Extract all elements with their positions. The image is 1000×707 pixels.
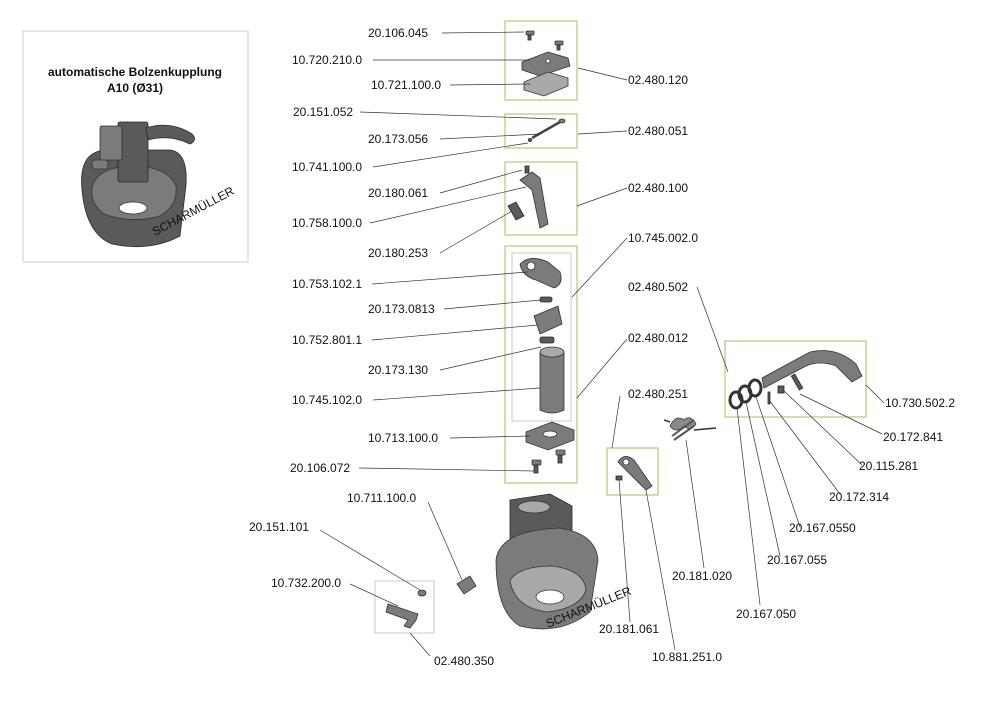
- part-10-752-801-1: [533, 305, 563, 335]
- frame-02-480-100: [504, 161, 578, 236]
- housing-main: [495, 493, 599, 630]
- label-10-745-002-0: 10.745.002.0: [628, 231, 698, 245]
- label-20-173-056: 20.173.056: [368, 132, 428, 146]
- part-20-115-281: [777, 385, 785, 394]
- lever-10-730-502-2: [761, 350, 863, 389]
- frame-02-480-051: [504, 113, 578, 149]
- label-02-480-350: 02.480.350: [434, 654, 494, 668]
- ring-20-151-052: [558, 118, 566, 124]
- pin-20-172-841: [790, 373, 804, 391]
- label-02-480-012: 02.480.012: [628, 331, 688, 345]
- screw-20-106-045: [525, 30, 564, 51]
- assembled-coupling-image: [81, 121, 195, 248]
- pin-20-180-061: [524, 165, 530, 174]
- pin-20-173-0813: [539, 296, 553, 303]
- label-10-745-102-0: 10.745.102.0: [292, 393, 362, 407]
- group-frames: [374, 20, 867, 634]
- label-02-480-120: 02.480.120: [628, 73, 688, 87]
- pin-20-172-314: [767, 391, 771, 405]
- label-20-172-314: 20.172.314: [829, 490, 889, 504]
- frame-02-480-251: [606, 447, 659, 496]
- part-labels: 20.106.045 10.720.210.0 10.721.100.0 02.…: [249, 26, 955, 668]
- ring-20-151-101: [417, 589, 427, 597]
- label-10-720-210-0: 10.720.210.0: [292, 53, 362, 67]
- label-20-180-253: 20.180.253: [368, 246, 428, 260]
- label-20-167-050: 20.167.050: [736, 607, 796, 621]
- label-10-713-100-0: 10.713.100.0: [368, 431, 438, 445]
- frame-02-480-012: [504, 245, 578, 484]
- washer-20-167-050: [728, 390, 744, 410]
- label-10-730-502-2: 10.730.502.2: [885, 396, 955, 410]
- handle-10-732-200-0: [385, 603, 419, 629]
- label-20-167-055: 20.167.055: [767, 553, 827, 567]
- frame-02-480-120: [504, 20, 578, 101]
- label-10-753-102-1: 10.753.102.1: [292, 277, 362, 291]
- bolt-10-745-102-0: [539, 348, 565, 414]
- lever-10-758-100-0: [519, 171, 549, 229]
- frame-02-480-502: [724, 340, 867, 418]
- leader-lines: [319, 31, 885, 657]
- pin-10-741-100-0: [528, 137, 533, 142]
- label-20-115-281: 20.115.281: [859, 459, 918, 473]
- label-20-151-101: 20.151.101: [249, 520, 309, 534]
- inset-title-line2: A10 (Ø31): [107, 81, 163, 95]
- label-20-180-061: 20.180.061: [368, 186, 428, 200]
- label-10-741-100-0: 10.741.100.0: [292, 160, 362, 174]
- label-20-106-045: 20.106.045: [368, 26, 428, 40]
- label-20-181-020: 20.181.020: [672, 569, 732, 583]
- label-10-752-801-1: 10.752.801.1: [292, 333, 362, 347]
- label-10-711-100-0: 10.711.100.0: [347, 491, 417, 505]
- pin-20-173-056: [531, 120, 561, 140]
- part-10-753-102-1: [519, 258, 562, 289]
- label-20-173-0813: 20.173.0813: [368, 302, 435, 316]
- label-20-172-841: 20.172.841: [883, 430, 943, 444]
- label-10-732-200-0: 10.732.200.0: [271, 576, 341, 590]
- label-20-151-052: 20.151.052: [293, 105, 353, 119]
- label-02-480-051: 02.480.051: [628, 124, 688, 138]
- label-20-173-130: 20.173.130: [368, 363, 428, 377]
- screws-20-106-072: [531, 449, 566, 474]
- label-02-480-251: 02.480.251: [628, 387, 688, 401]
- pin-20-173-130: [539, 336, 555, 344]
- label-02-480-502: 02.480.502: [628, 280, 688, 294]
- part-drawings: [385, 30, 863, 630]
- label-20-181-061: 20.181.061: [599, 622, 659, 636]
- plate-10-720-210-0: [521, 51, 571, 77]
- label-10-758-100-0: 10.758.100.0: [292, 216, 362, 230]
- plate-10-721-100-0: [523, 71, 569, 97]
- roller-20-180-253: [507, 201, 525, 221]
- label-20-106-072: 20.106.072: [290, 461, 350, 475]
- label-02-480-100: 02.480.100: [628, 181, 688, 195]
- spring-20-181-020: [663, 417, 717, 441]
- bushing-10-711-100-0: [456, 575, 477, 595]
- label-10-881-251-0: 10.881.251.0: [652, 650, 722, 664]
- overview-inset: automatische Bolzenkupplung A10 (Ø31) SC…: [22, 30, 249, 263]
- frame-10-745-002-0: [511, 252, 572, 422]
- inset-title-line1: automatische Bolzenkupplung: [48, 65, 222, 79]
- spring-20-181-061: [615, 475, 623, 481]
- label-10-721-100-0: 10.721.100.0: [371, 78, 441, 92]
- label-20-167-0550: 20.167.0550: [789, 521, 856, 535]
